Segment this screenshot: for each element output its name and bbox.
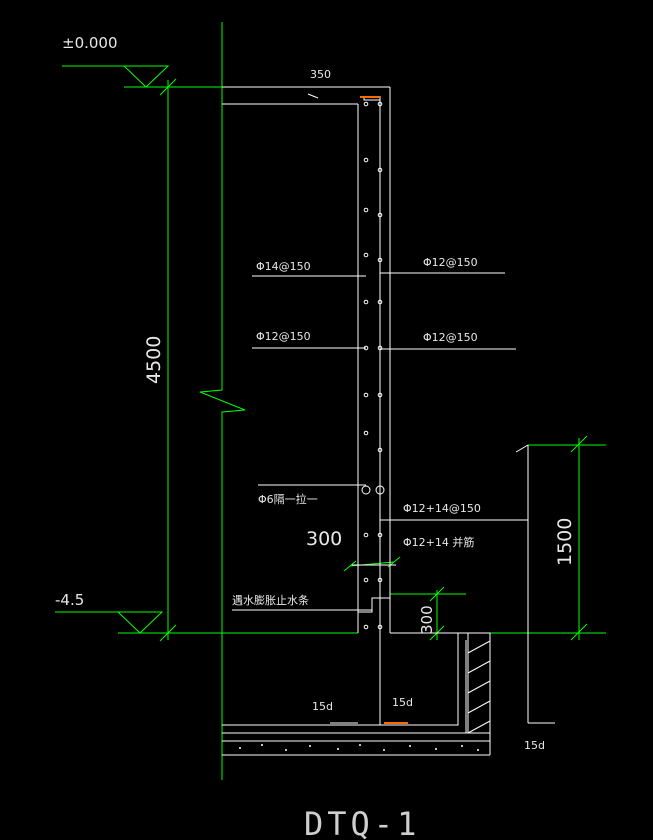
right-height-label: 1500 — [554, 518, 576, 566]
blinding-aggregate — [239, 744, 479, 751]
anchorage-mid-label: 15d — [392, 696, 413, 709]
bottom-elevation-marker — [116, 611, 164, 634]
inner-horizontal-rebar-label: Φ12@150 — [256, 330, 311, 343]
top-elevation-label: ±0.000 — [62, 34, 118, 52]
inner-vertical-rebar-label: Φ14@150 — [256, 260, 311, 273]
tie-bar-label: Φ6隔一拉一 — [258, 492, 318, 506]
haunch-dim-label: 300 — [306, 528, 342, 550]
outer-horizontal-rebar-label: Φ12@150 — [423, 331, 478, 344]
waterstop-label: 遇水膨胀止水条 — [232, 593, 309, 607]
step-dim-label: 300 — [418, 605, 436, 634]
outer-rebar — [222, 93, 555, 733]
top-elevation-marker — [122, 65, 170, 88]
bottom-elevation-label: -4.5 — [55, 591, 84, 609]
dimension-lines — [55, 22, 606, 780]
drawing-title: DTQ-1 — [304, 805, 420, 840]
soil-hatch — [467, 632, 491, 734]
leader-lines — [232, 272, 528, 611]
concrete-outline — [222, 86, 491, 756]
anchorage-right-label: 15d — [524, 739, 545, 752]
anchorage-left-label: 15d — [312, 700, 333, 713]
extra-bars-label: Φ12+14@150 — [403, 502, 481, 515]
outer-vertical-rebar-label: Φ12@150 — [423, 256, 478, 269]
break-line — [199, 22, 246, 780]
rebar-dots — [361, 101, 385, 630]
highlight-bars — [360, 96, 408, 724]
extra-bars-note-label: Φ12+14 并筋 — [403, 535, 474, 549]
wall-height-label: 4500 — [143, 336, 165, 384]
wall-thickness-label: 350 — [310, 68, 331, 81]
